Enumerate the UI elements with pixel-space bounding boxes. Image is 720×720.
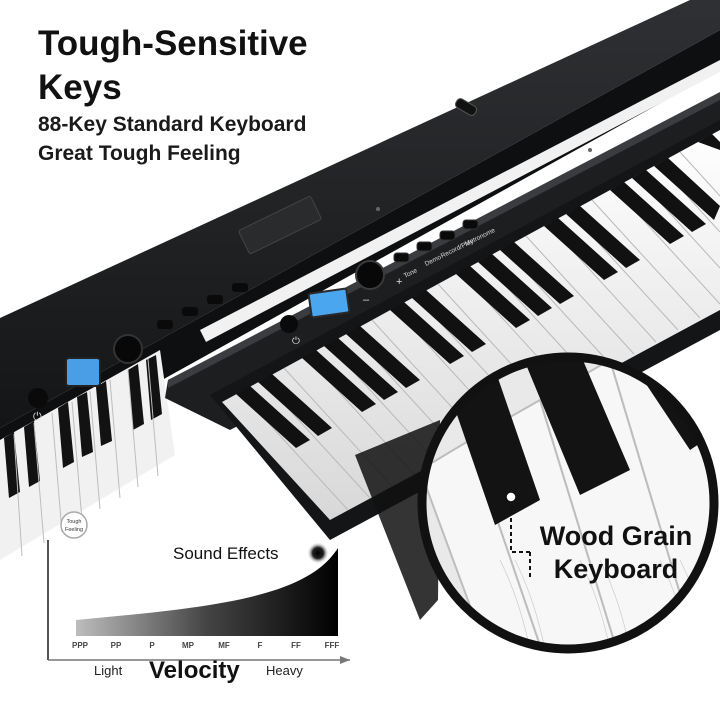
back-panel-button [182, 307, 198, 316]
back-power-button [28, 388, 48, 408]
level-mf: MF [218, 641, 230, 650]
demo-button [416, 241, 433, 252]
back-lcd-display [65, 357, 101, 387]
front-piano-black-keys [236, 134, 720, 448]
front-sensor-dot [588, 148, 592, 152]
front-lcd-display [307, 287, 351, 319]
callout-line-2: Keyboard [553, 554, 679, 584]
sound-effects-label: Sound Effects [173, 544, 279, 563]
plus-label: + [396, 276, 402, 288]
back-piano: ⏻ [0, 0, 720, 560]
level-ppp: PPP [72, 641, 89, 650]
velocity-axis-arrow [340, 656, 350, 664]
page-title-line-2: Keys [38, 68, 122, 107]
velocity-axis-title: Velocity [149, 657, 240, 684]
sound-effects-curve [76, 548, 338, 636]
callout-dot [505, 491, 517, 503]
front-volume-knob [355, 260, 385, 290]
back-piano-key-gaps [13, 358, 159, 557]
front-piano: ⏻ – + Tone Demo Record/Play Metronome [165, 92, 720, 540]
level-p: P [149, 641, 155, 650]
sound-effects-dot [307, 542, 329, 564]
minus-label: – [363, 294, 370, 306]
feature-88-keys: 88-Key Standard Keyboard [38, 113, 307, 136]
badge-line-2: Feeling [65, 527, 83, 533]
callout-leader-line [510, 504, 530, 553]
back-slider-switch [454, 98, 478, 116]
heavy-label: Heavy [266, 663, 303, 678]
wood-grain-callout: Wood Grain Keyboard [536, 520, 696, 586]
front-power-icon: ⏻ [292, 336, 300, 347]
page-title-line-1: Tough-Sensitive [38, 24, 308, 63]
level-f: F [258, 641, 263, 650]
light-label: Light [94, 663, 123, 678]
badge-circle [60, 511, 88, 539]
badge-line-1: Tough [67, 519, 82, 525]
feature-tough-feeling: Great Tough Feeling [38, 142, 241, 165]
front-power-button [280, 315, 298, 333]
tough-feeling-badge: Tough Feeling [60, 511, 88, 539]
front-sensor-dot [376, 207, 380, 211]
back-piano-top-panel [0, 0, 720, 428]
level-ff: FF [291, 641, 301, 650]
back-power-icon: ⏻ [33, 411, 42, 423]
zoom-connector [355, 420, 440, 620]
level-fff: FFF [325, 641, 340, 650]
back-piano-black-keys [4, 355, 162, 498]
tone-button [393, 252, 410, 263]
velocity-chart: Sound Effects PPP PP P MP MF F FF FFF Li… [47, 540, 350, 684]
back-panel-button [232, 283, 248, 292]
record-play-button [439, 230, 456, 241]
level-pp: PP [111, 641, 122, 650]
back-io-ports [238, 195, 322, 255]
page-title: Tough-Sensitive Keys [38, 22, 308, 110]
back-piano-far-keys [200, 60, 720, 342]
back-volume-knob [113, 334, 143, 364]
zoom-ring [417, 352, 719, 654]
back-panel-button [157, 320, 173, 329]
level-mp: MP [182, 641, 195, 650]
metronome-button [462, 219, 479, 230]
callout-line-1: Wood Grain [539, 521, 693, 551]
back-panel-button [207, 295, 223, 304]
